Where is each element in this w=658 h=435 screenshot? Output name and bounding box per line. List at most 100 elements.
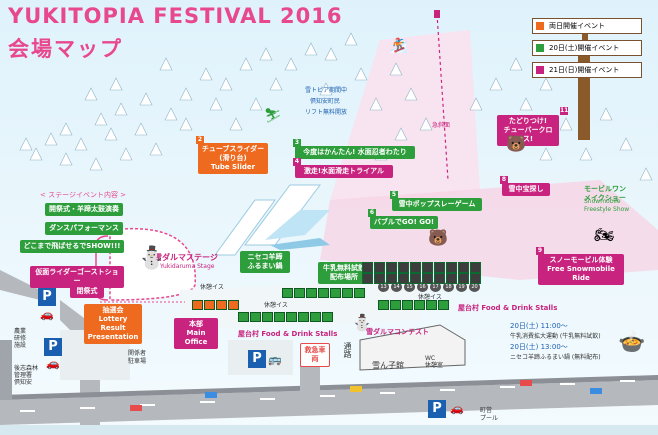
legend-label: 20日(土)開催イベント: [549, 44, 620, 52]
event-snowmobile-ride[interactable]: スノーモービル体験 Free Snowmobile Ride: [538, 254, 624, 285]
stage-item-4[interactable]: 仮面ライダーゴーストショー: [30, 266, 124, 288]
event-tube-cross[interactable]: たどりつけ! チューバークロス!: [497, 115, 559, 146]
event-mizumen-trial[interactable]: 激走!水面滑走トライアル: [295, 165, 393, 178]
car-icon: 🚗: [450, 402, 464, 415]
stage-item-5[interactable]: 閉祭式: [70, 285, 104, 298]
pool-label: 町営 プール: [480, 407, 499, 422]
stage-name-ja: 雪ダルマステージ: [154, 253, 218, 262]
stall: [330, 288, 341, 298]
snowmobile-icon: 🏍: [594, 225, 615, 244]
stall: [386, 273, 397, 284]
stall: [386, 262, 397, 273]
event-number: 2: [196, 136, 204, 144]
course-label: 急斜面: [432, 122, 451, 129]
bus-icon: 🚌: [268, 353, 282, 366]
facility-label-ja: 本部: [189, 320, 203, 328]
character-icon: 🐻: [428, 228, 448, 247]
legend-swatch: [536, 44, 544, 52]
event-label-ja: スノーモービル体験: [549, 256, 613, 264]
stall: [282, 288, 293, 298]
stall: [410, 273, 421, 284]
lottery-booth[interactable]: 抽選会 Lottery Result Presentation: [84, 304, 142, 344]
stall: [204, 300, 215, 310]
left-building-label: 農業 研修 施設: [14, 328, 27, 349]
stall: [438, 300, 449, 310]
legend-label: 21日(日)開催イベント: [549, 66, 620, 74]
character-icon: 🐻: [506, 134, 526, 153]
event-mobile-maker-en: Snowmobile Freestyle Show: [584, 198, 630, 213]
event-label-en: Free Snowmobile Ride: [547, 265, 615, 282]
stall: [298, 312, 309, 322]
legend-item-both-days: 両日開催イベント: [532, 18, 642, 34]
legend-swatch: [536, 22, 544, 30]
event-number: 5: [390, 191, 398, 199]
stall: [228, 300, 239, 310]
schedule-item2-time: 20日(土) 13:00～: [510, 343, 568, 351]
stage-item-2[interactable]: ダンスパフォーマンス: [45, 222, 123, 235]
stage-item-1[interactable]: 開祭式・羊蹄太鼓演奏: [45, 203, 123, 216]
snowman-stage-icon: ⛄: [138, 246, 166, 271]
stall: [410, 262, 421, 273]
parking-icon: P: [428, 400, 446, 418]
stall-number: 15: [404, 282, 415, 292]
stall: [274, 312, 285, 322]
stall: [250, 312, 261, 322]
stage-header: < ステージイベント内容 >: [40, 191, 127, 199]
stall: [458, 262, 469, 273]
stall: [342, 288, 353, 298]
stall: [262, 312, 273, 322]
stall: [354, 288, 365, 298]
stall: [378, 300, 389, 310]
event-treasure[interactable]: 雪中宝探し: [502, 183, 550, 196]
map-title: YUKITOPIA FESTIVAL 2016: [8, 4, 343, 28]
stall: [422, 262, 433, 273]
event-pops[interactable]: 雪中ポップスレーゲーム: [392, 198, 482, 211]
stall: [286, 312, 297, 322]
rest-area-label-3: 休憩イス: [418, 294, 442, 301]
stall: [398, 273, 409, 284]
event-number: 6: [368, 209, 376, 217]
stall: [402, 300, 413, 310]
event-milk[interactable]: 牛乳無料試飲 配布場所: [318, 262, 370, 284]
stall-number: 13: [378, 282, 389, 292]
stall: [362, 262, 373, 273]
stall: [362, 273, 373, 284]
snowboarder-icon: 🏂: [390, 38, 408, 54]
event-number: 11: [560, 107, 569, 115]
stall-number: 20: [469, 282, 480, 292]
stage-item-3[interactable]: どこまで飛ばせるでSHOW!!!: [20, 240, 124, 253]
stall-number: 16: [417, 282, 428, 292]
schedule-item1-time: 20日(土) 11:00～: [510, 322, 568, 330]
wc-label: WC 休憩室: [425, 355, 444, 369]
stage-name-en: Yukidaruma Stage: [160, 263, 215, 270]
stall-number: 18: [443, 282, 454, 292]
stall: [458, 273, 469, 284]
stall-number: 19: [456, 282, 467, 292]
event-number: 8: [500, 176, 508, 184]
main-office[interactable]: 本部 Main Office: [174, 318, 218, 349]
event-bubble[interactable]: バブルでGO! GO!: [370, 216, 438, 229]
event-label-ja: チューブスライダー (滑り台): [201, 145, 265, 162]
parking-icon: P: [38, 288, 56, 306]
stall: [414, 300, 425, 310]
facility-label-ja: 抽選会: [102, 306, 124, 314]
notice-line2: 倶知安町民: [310, 98, 341, 105]
rest-area-label-2: 休憩イス: [264, 302, 288, 309]
event-niseko-nabe[interactable]: ニセコ羊蹄 ふるまい鍋: [240, 251, 290, 273]
stall: [306, 288, 317, 298]
stall: [446, 273, 457, 284]
event-tube-slider[interactable]: チューブスライダー (滑り台) Tube Slider: [198, 143, 268, 174]
stall: [310, 312, 321, 322]
legend-label: 両日開催イベント: [549, 22, 605, 30]
facility-label-en: Main Office: [184, 329, 208, 346]
legend-item-20th: 20日(土)開催イベント: [532, 40, 642, 56]
stall: [238, 312, 249, 322]
event-mobile-maker[interactable]: モービルワン メイクショー: [584, 176, 626, 203]
event-mizumen[interactable]: 今度はかんたん! 水面忍者わたり: [295, 146, 415, 159]
map-subtitle: 会場マップ: [8, 37, 123, 61]
stall: [426, 300, 437, 310]
stall: [434, 273, 445, 284]
notice-line3: リフト無料開放: [305, 109, 348, 116]
event-label-en: Tube Slider: [210, 163, 256, 171]
stall: [322, 312, 333, 322]
